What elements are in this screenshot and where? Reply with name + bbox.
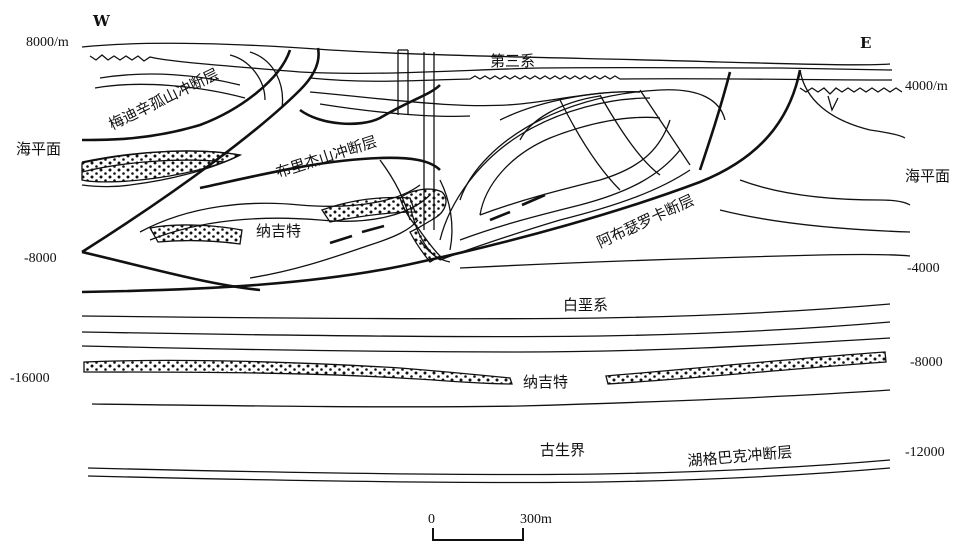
west-label: W xyxy=(92,12,111,30)
right-axis-minus12000: -12000 xyxy=(905,445,945,460)
right-axis-top: 4000/m xyxy=(905,79,948,94)
right-axis-minus4000: -4000 xyxy=(907,261,940,276)
najite-lower-label: 纳吉特 xyxy=(523,373,568,391)
quaternary-label: 第三系 xyxy=(490,52,535,70)
paleozoic-label: 古生界 xyxy=(540,441,585,459)
left-axis-sea-level: 海平面 xyxy=(16,140,61,158)
left-depth-axis: 8000/m 海平面 -8000 -16000 xyxy=(10,35,69,386)
upper-sandstone-beds xyxy=(82,151,446,262)
left-axis-top: 8000/m xyxy=(26,35,69,50)
cretaceous-label: 白垩系 xyxy=(563,296,608,314)
right-axis-minus8000: -8000 xyxy=(910,355,943,370)
najite-upper-label: 纳吉特 xyxy=(256,222,301,240)
right-depth-axis: 4000/m 海平面 -4000 -8000 -12000 xyxy=(905,79,950,460)
scale-bar: 0 300m xyxy=(428,512,552,540)
bulijieshan-fault-label: 布里杰山冲断层 xyxy=(274,132,379,182)
scale-start: 0 xyxy=(428,512,435,527)
folded-strata xyxy=(82,70,910,278)
left-axis-minus16000: -16000 xyxy=(10,371,50,386)
hugebake-fault-label: 湖格巴克冲断层 xyxy=(687,443,793,470)
right-axis-sea-level: 海平面 xyxy=(905,167,950,185)
scale-end: 300m xyxy=(520,512,552,527)
east-label: E xyxy=(860,34,871,52)
left-axis-minus8000: -8000 xyxy=(24,251,57,266)
